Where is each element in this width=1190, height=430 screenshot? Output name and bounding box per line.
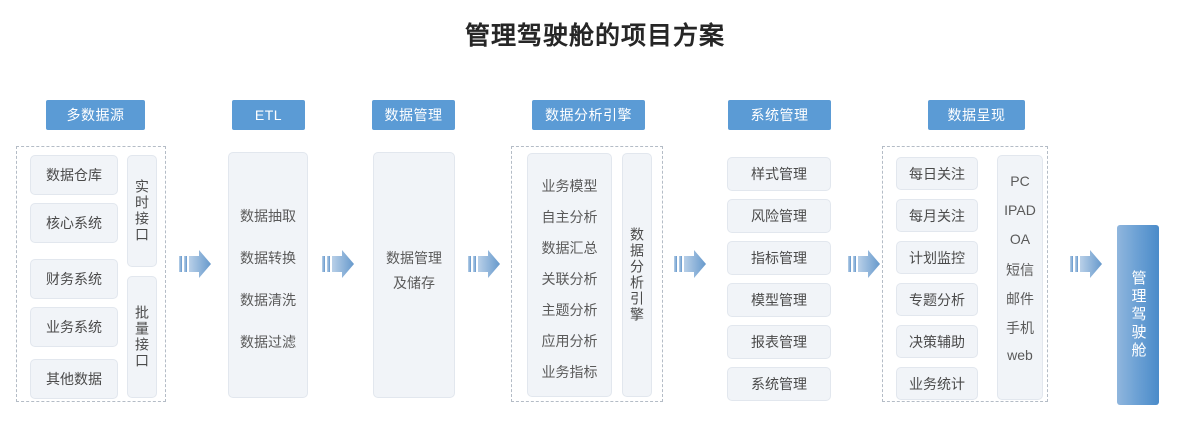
item-box[interactable]: 模型管理 (727, 283, 831, 317)
item-box[interactable]: 系统管理 (727, 367, 831, 401)
item-box[interactable]: 其他数据 (30, 359, 118, 399)
analysis-item: 自主分析 (541, 209, 598, 225)
etl-step: 数据清洗 (240, 292, 296, 308)
item-box[interactable]: 每日关注 (896, 157, 978, 190)
side-box-label: 批量接口 (134, 305, 150, 369)
arrow-presentation-to-cockpit (1068, 245, 1106, 283)
dashed-container-data-presentation (882, 146, 1048, 402)
column-header-data-presentation[interactable]: 数据呈现 (928, 100, 1025, 130)
etl-step: 数据转换 (240, 250, 296, 266)
column-header-etl[interactable]: ETL (232, 100, 305, 130)
side-box-batch-interface[interactable]: 批量接口 (127, 276, 157, 398)
panel-analysis-items (527, 153, 612, 397)
side-box-analysis-engine[interactable]: 数据分析引擎 (622, 153, 652, 397)
item-box[interactable]: 核心系统 (30, 203, 118, 243)
channel-item: 短信 (1006, 262, 1034, 278)
item-box[interactable]: 业务统计 (896, 367, 978, 400)
item-box[interactable]: 专题分析 (896, 283, 978, 316)
etl-step: 数据抽取 (240, 208, 296, 224)
panel-etl (228, 152, 308, 398)
analysis-item: 主题分析 (541, 302, 598, 318)
item-box[interactable]: 财务系统 (30, 259, 118, 299)
channel-item: 邮件 (1006, 291, 1034, 307)
analysis-item: 业务模型 (541, 178, 598, 194)
dashed-container-data-analysis-engine (511, 146, 663, 402)
data-management-line: 数据管理 (386, 250, 442, 266)
column-header-data-management[interactable]: 数据管理 (372, 100, 455, 130)
arrow-etl-to-datamgmt (320, 245, 358, 283)
column-header-multi-data-source[interactable]: 多数据源 (46, 100, 145, 130)
panel-data-management (373, 152, 455, 398)
channel-item: 手机 (1006, 320, 1034, 336)
item-box[interactable]: 数据仓库 (30, 155, 118, 195)
item-box[interactable]: 计划监控 (896, 241, 978, 274)
arrow-sysmgmt-to-presentation (846, 245, 884, 283)
arrow-datamgmt-to-analysis (466, 245, 504, 283)
data-management-line: 及储存 (393, 275, 435, 291)
dashed-container-multi-data-source (16, 146, 166, 402)
channel-item: web (1007, 347, 1033, 363)
arrow-source-to-etl (177, 245, 215, 283)
analysis-item: 业务指标 (541, 364, 598, 380)
item-box[interactable]: 业务系统 (30, 307, 118, 347)
channel-item: IPAD (1004, 202, 1036, 218)
column-header-system-management[interactable]: 系统管理 (728, 100, 831, 130)
item-box[interactable]: 风险管理 (727, 199, 831, 233)
item-box[interactable]: 样式管理 (727, 157, 831, 191)
final-box-management-cockpit[interactable]: 管理驾驶舱 (1117, 225, 1159, 405)
side-box-realtime-interface[interactable]: 实时接口 (127, 155, 157, 267)
column-header-data-analysis-engine[interactable]: 数据分析引擎 (532, 100, 645, 130)
side-box-label: 数据分析引擎 (629, 227, 645, 323)
arrow-analysis-to-sysmgmt (672, 245, 710, 283)
side-box-label: 实时接口 (134, 179, 150, 243)
item-box[interactable]: 每月关注 (896, 199, 978, 232)
channel-item: OA (1009, 231, 1031, 247)
page-title: 管理驾驶舱的项目方案 (464, 22, 725, 50)
analysis-item: 应用分析 (541, 333, 598, 349)
analysis-item: 关联分析 (541, 271, 598, 287)
channel-item: PC (1010, 173, 1030, 189)
item-box[interactable]: 指标管理 (727, 241, 831, 275)
item-box[interactable]: 报表管理 (727, 325, 831, 359)
final-box-label: 管理驾驶舱 (1129, 270, 1147, 360)
etl-step: 数据过滤 (240, 334, 296, 350)
panel-delivery-channels (997, 155, 1043, 400)
item-box[interactable]: 决策辅助 (896, 325, 978, 358)
analysis-item: 数据汇总 (541, 240, 598, 256)
